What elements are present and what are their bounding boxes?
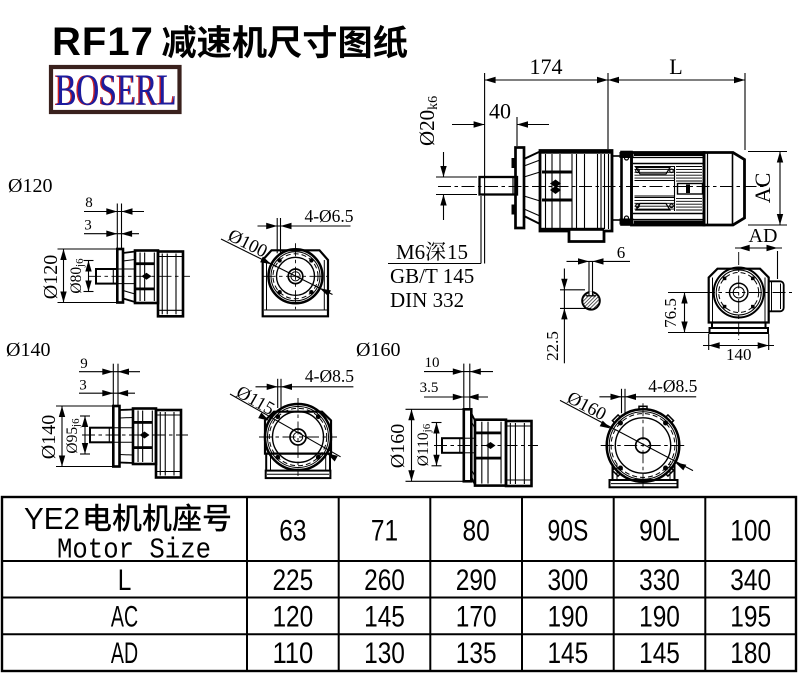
svg-text:4-Ø8.5: 4-Ø8.5 — [305, 366, 354, 386]
svg-text:10: 10 — [425, 355, 440, 371]
svg-text:174: 174 — [530, 54, 563, 79]
svg-text:3: 3 — [79, 378, 87, 394]
svg-text:135: 135 — [456, 637, 497, 670]
svg-text:Ø120: Ø120 — [40, 255, 62, 299]
svg-text:100: 100 — [730, 515, 771, 548]
svg-text:195: 195 — [730, 601, 771, 634]
svg-text:225: 225 — [272, 564, 313, 597]
svg-text:DIN 332: DIN 332 — [390, 288, 464, 312]
svg-text:4-Ø6.5: 4-Ø6.5 — [304, 206, 353, 226]
svg-text:80: 80 — [463, 515, 490, 548]
svg-text:M6: M6 — [396, 240, 425, 264]
svg-text:145: 145 — [364, 601, 405, 634]
svg-text:145: 145 — [547, 637, 588, 670]
svg-text:Ø110j6: Ø110j6 — [415, 423, 433, 466]
svg-text:YE2: YE2 — [24, 501, 80, 536]
svg-text:Motor Size: Motor Size — [57, 534, 211, 567]
svg-text:170: 170 — [456, 601, 497, 634]
svg-text:76.5: 76.5 — [661, 298, 680, 328]
svg-text:340: 340 — [730, 564, 771, 597]
svg-text:L: L — [118, 564, 132, 597]
svg-text:145: 145 — [639, 637, 680, 670]
svg-text:BOSERL: BOSERL — [54, 66, 175, 115]
svg-text:71: 71 — [371, 515, 398, 548]
svg-text:Ø120: Ø120 — [8, 175, 52, 197]
svg-text:Ø140: Ø140 — [6, 339, 50, 361]
svg-text:AC: AC — [750, 173, 775, 204]
svg-text:3: 3 — [84, 218, 92, 234]
svg-text:Ø140: Ø140 — [38, 415, 60, 459]
svg-text:40: 40 — [489, 99, 511, 124]
svg-text:3.5: 3.5 — [420, 380, 439, 396]
svg-text:330: 330 — [639, 564, 680, 597]
svg-text:4-Ø8.5: 4-Ø8.5 — [648, 376, 697, 396]
svg-text:90S: 90S — [547, 515, 588, 548]
svg-text:140: 140 — [726, 345, 752, 364]
svg-text:Ø160: Ø160 — [387, 424, 409, 468]
svg-text:6: 6 — [617, 243, 626, 262]
svg-text:63: 63 — [279, 515, 306, 548]
svg-text:300: 300 — [547, 564, 588, 597]
svg-text:110: 110 — [272, 637, 313, 670]
svg-text:GB/T 145: GB/T 145 — [390, 264, 474, 288]
svg-text:AC: AC — [111, 601, 138, 634]
svg-text:9: 9 — [80, 356, 88, 372]
svg-text:130: 130 — [364, 637, 405, 670]
svg-text:260: 260 — [364, 564, 405, 597]
svg-text:AD: AD — [749, 225, 778, 247]
svg-text:AD: AD — [111, 637, 138, 670]
svg-text:22.5: 22.5 — [543, 331, 562, 361]
svg-text:190: 190 — [547, 601, 588, 634]
svg-text:15: 15 — [447, 240, 468, 264]
svg-text:BOSERL: BOSERL — [56, 66, 177, 115]
svg-text:290: 290 — [456, 564, 497, 597]
svg-text:90L: 90L — [639, 515, 680, 548]
svg-text:190: 190 — [639, 601, 680, 634]
svg-text:RF17: RF17 — [52, 20, 154, 64]
svg-text:8: 8 — [85, 195, 93, 211]
svg-text:Ø160: Ø160 — [356, 339, 400, 361]
svg-text:180: 180 — [730, 637, 771, 670]
svg-text:120: 120 — [272, 601, 313, 634]
svg-text:L: L — [669, 54, 682, 79]
